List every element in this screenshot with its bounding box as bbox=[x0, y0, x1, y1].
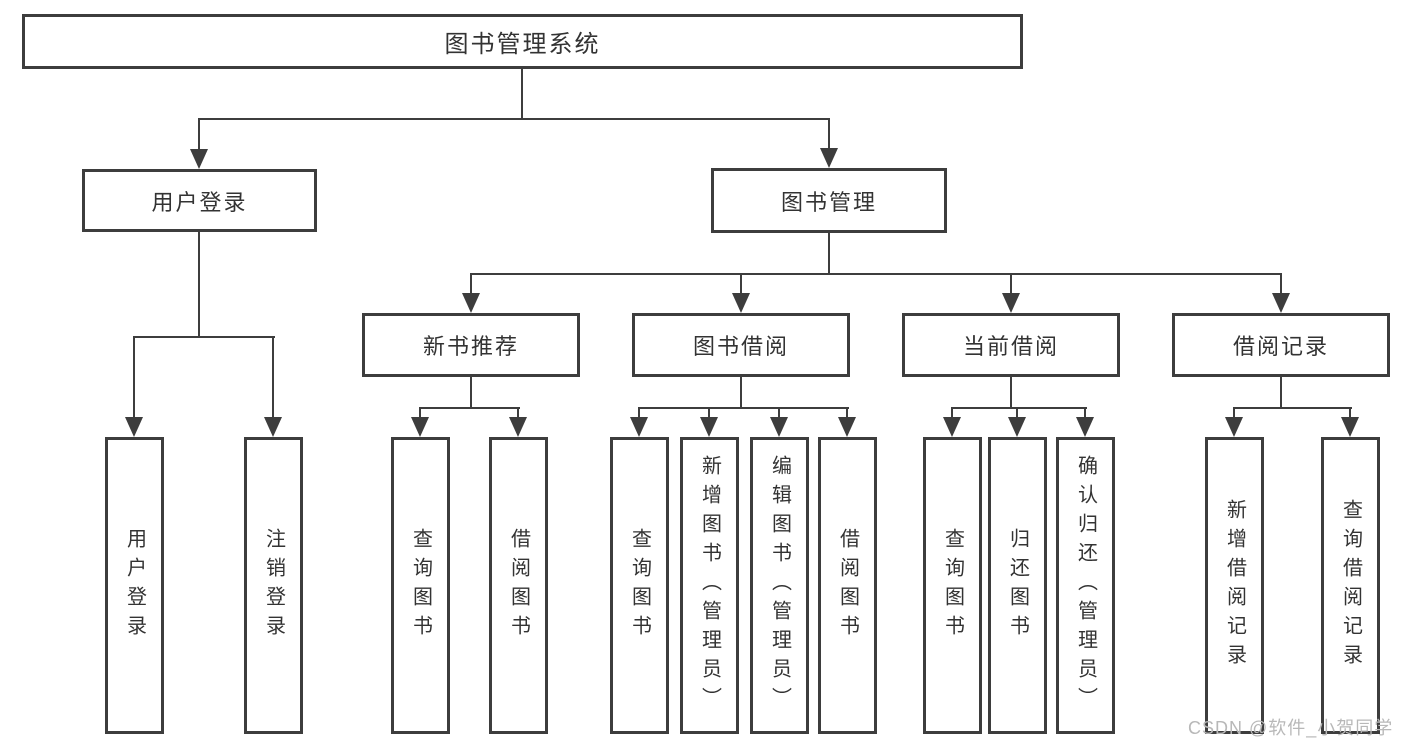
connector-line bbox=[1349, 407, 1351, 421]
connector-line bbox=[133, 336, 135, 421]
node-book-management-label: 图书管理 bbox=[780, 189, 877, 215]
connector-line bbox=[470, 273, 472, 297]
connector-line bbox=[828, 118, 830, 153]
connector-line bbox=[470, 377, 472, 407]
connector-line bbox=[1010, 377, 1012, 407]
leaf-label: 查询借阅记录 bbox=[1339, 498, 1362, 673]
arrow-down-icon bbox=[1272, 293, 1290, 313]
arrow-down-icon bbox=[943, 417, 961, 437]
connector-line bbox=[420, 407, 520, 409]
leaf-label: 新增图书（管理员） bbox=[698, 455, 721, 716]
leaf-label: 借阅图书 bbox=[507, 527, 530, 644]
connector-line bbox=[639, 407, 849, 409]
connector-line bbox=[1280, 377, 1282, 407]
leaf-label: 编辑图书（管理员） bbox=[768, 455, 791, 716]
arrow-down-icon bbox=[125, 417, 143, 437]
arrow-down-icon bbox=[462, 293, 480, 313]
leaf-add-borrow-record: 新增借阅记录 bbox=[1205, 437, 1264, 734]
connector-line bbox=[846, 407, 848, 421]
connector-line bbox=[740, 273, 742, 297]
connector-line bbox=[638, 407, 640, 421]
leaf-label: 用户登录 bbox=[123, 527, 146, 644]
connector-line bbox=[828, 233, 830, 273]
connector-line bbox=[1010, 273, 1012, 297]
node-user-login: 用户登录 bbox=[82, 169, 317, 232]
node-borrow-records-label: 借阅记录 bbox=[1232, 334, 1329, 359]
arrow-down-icon bbox=[732, 293, 750, 313]
leaf-label: 注销登录 bbox=[262, 527, 285, 644]
connector-line bbox=[708, 407, 710, 421]
connector-line bbox=[778, 407, 780, 421]
arrow-down-icon bbox=[1002, 293, 1020, 313]
node-root: 图书管理系统 bbox=[22, 14, 1023, 69]
leaf-return-books: 归还图书 bbox=[988, 437, 1047, 734]
node-new-book-recommend: 新书推荐 bbox=[362, 313, 580, 377]
arrow-down-icon bbox=[838, 417, 856, 437]
node-current-borrow-label: 当前借阅 bbox=[962, 334, 1059, 359]
node-user-login-label: 用户登录 bbox=[151, 189, 248, 215]
connector-line bbox=[419, 407, 421, 421]
arrow-down-icon bbox=[1076, 417, 1094, 437]
arrow-down-icon bbox=[1008, 417, 1026, 437]
node-root-label: 图书管理系统 bbox=[444, 31, 601, 58]
node-book-borrow-label: 图书借阅 bbox=[692, 334, 789, 359]
arrow-down-icon bbox=[190, 149, 208, 169]
connector-line bbox=[1233, 407, 1235, 421]
leaf-add-book-admin: 新增图书（管理员） bbox=[680, 437, 739, 734]
connector-line bbox=[1234, 407, 1352, 409]
leaf-label: 查询图书 bbox=[628, 527, 651, 644]
node-borrow-records: 借阅记录 bbox=[1172, 313, 1390, 377]
leaf-edit-book-admin: 编辑图书（管理员） bbox=[750, 437, 809, 734]
connector-line bbox=[517, 407, 519, 421]
connector-line bbox=[740, 377, 742, 407]
connector-line bbox=[1016, 407, 1018, 421]
leaf-borrow-books: 借阅图书 bbox=[818, 437, 877, 734]
leaf-query-borrow-record: 查询借阅记录 bbox=[1321, 437, 1380, 734]
arrow-down-icon bbox=[509, 417, 527, 437]
leaf-borrow-books-recommend: 借阅图书 bbox=[489, 437, 548, 734]
leaf-label: 借阅图书 bbox=[836, 527, 859, 644]
arrow-down-icon bbox=[770, 417, 788, 437]
connector-line bbox=[521, 69, 523, 118]
connector-line bbox=[198, 232, 200, 336]
arrow-down-icon bbox=[1225, 417, 1243, 437]
connector-line bbox=[272, 336, 274, 421]
connector-line bbox=[1280, 273, 1282, 297]
connector-line bbox=[1084, 407, 1086, 421]
node-current-borrow: 当前借阅 bbox=[902, 313, 1120, 377]
arrow-down-icon bbox=[264, 417, 282, 437]
node-new-book-recommend-label: 新书推荐 bbox=[422, 334, 519, 359]
leaf-logout-login: 注销登录 bbox=[244, 437, 303, 734]
arrow-down-icon bbox=[700, 417, 718, 437]
leaf-label: 确认归还（管理员） bbox=[1074, 455, 1097, 716]
node-book-borrow: 图书借阅 bbox=[632, 313, 850, 377]
leaf-query-books-recommend: 查询图书 bbox=[391, 437, 450, 734]
leaf-confirm-return-admin: 确认归还（管理员） bbox=[1056, 437, 1115, 734]
csdn-watermark: CSDN @软件_小贺同学 bbox=[1188, 718, 1394, 738]
connector-line bbox=[952, 407, 1087, 409]
arrow-down-icon bbox=[820, 148, 838, 168]
leaf-label: 查询图书 bbox=[941, 527, 964, 644]
arrow-down-icon bbox=[1341, 417, 1359, 437]
arrow-down-icon bbox=[630, 417, 648, 437]
leaf-label: 新增借阅记录 bbox=[1223, 498, 1246, 673]
leaf-label: 查询图书 bbox=[409, 527, 432, 644]
leaf-query-books-borrow: 查询图书 bbox=[610, 437, 669, 734]
arrow-down-icon bbox=[411, 417, 429, 437]
connector-line bbox=[133, 336, 275, 338]
connector-line bbox=[951, 407, 953, 421]
connector-line bbox=[198, 118, 200, 153]
leaf-user-login: 用户登录 bbox=[105, 437, 164, 734]
leaf-label: 归还图书 bbox=[1006, 527, 1029, 644]
node-book-management: 图书管理 bbox=[711, 168, 947, 233]
connector-line bbox=[470, 273, 1282, 275]
connector-line bbox=[198, 118, 830, 120]
leaf-query-books-current: 查询图书 bbox=[923, 437, 982, 734]
